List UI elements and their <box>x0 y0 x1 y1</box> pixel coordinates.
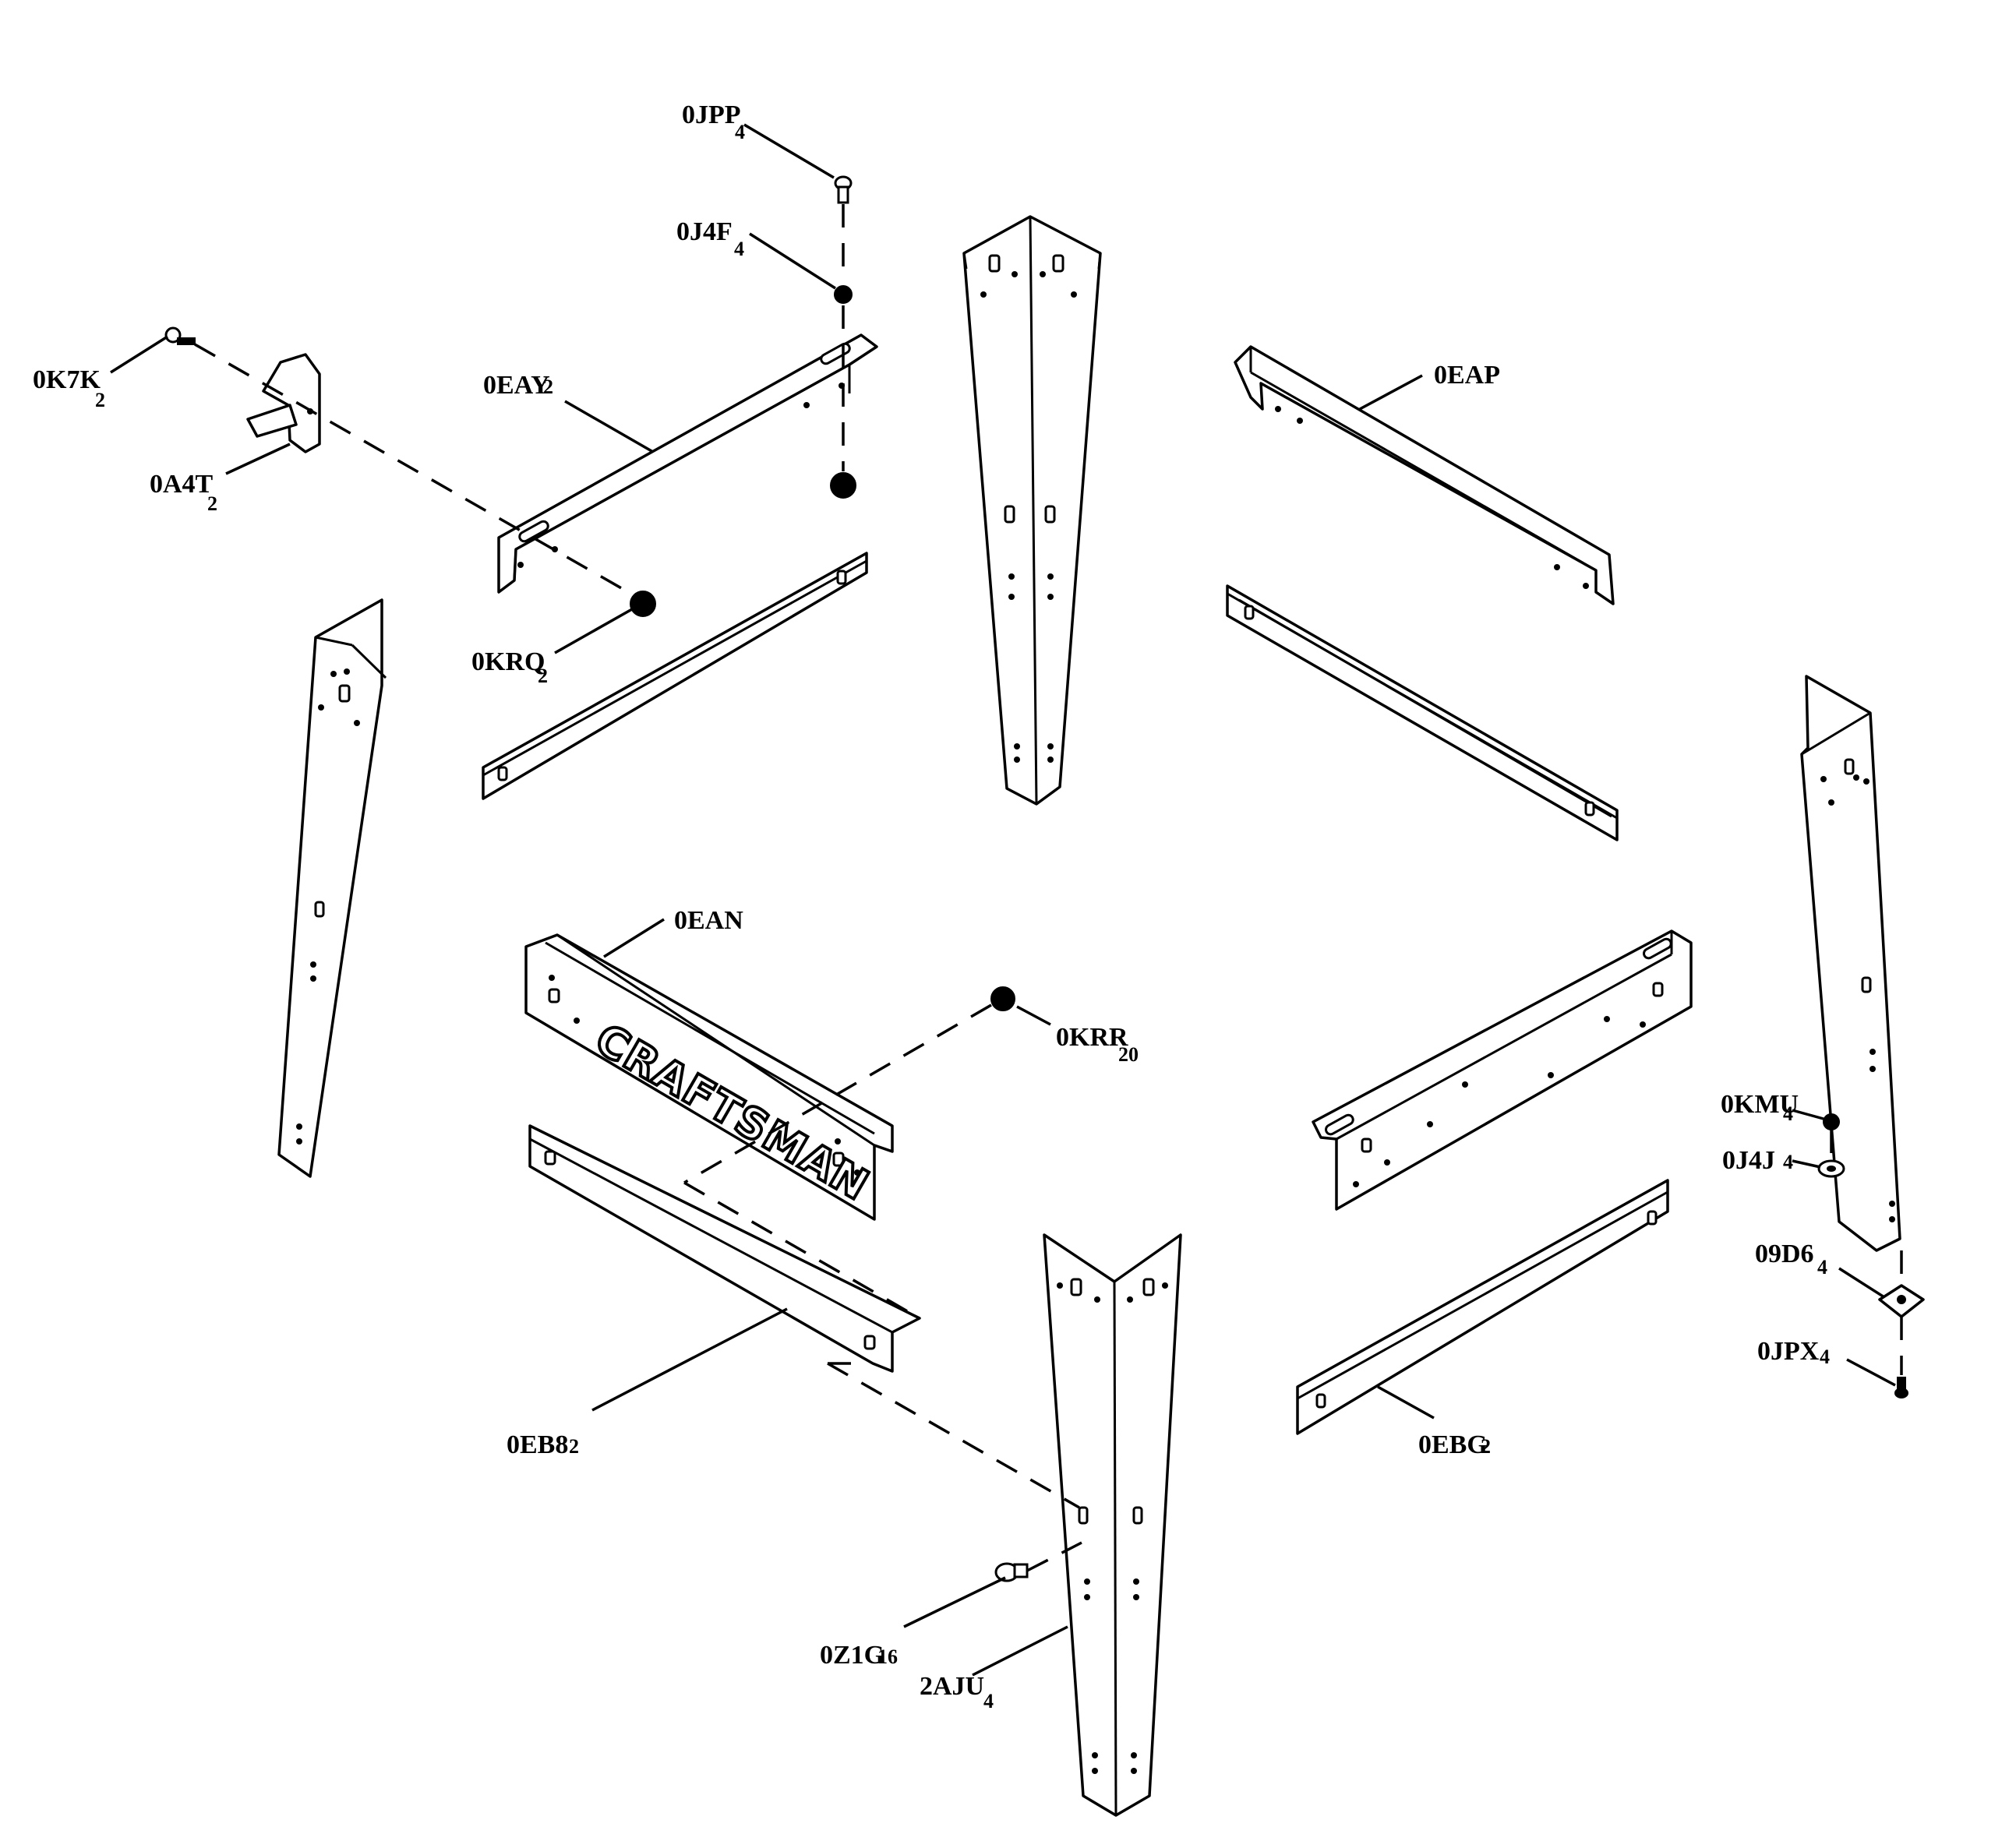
label-0krr: 0KRR 20 <box>1056 1023 1139 1066</box>
svg-text:2: 2 <box>569 1435 579 1458</box>
svg-text:4: 4 <box>1783 1151 1793 1173</box>
label-0j4j: 0J4J 4 <box>1722 1146 1793 1175</box>
foot-plate-09d6 <box>1878 1284 1925 1318</box>
svg-text:0K7K: 0K7K <box>33 365 101 394</box>
cap-nut-0krq <box>630 591 656 617</box>
svg-text:0J4J: 0J4J <box>1722 1146 1775 1175</box>
svg-text:4: 4 <box>1820 1346 1830 1368</box>
label-0a4t: 0A4T 2 <box>150 470 217 515</box>
leg-bottom-center <box>1043 1233 1182 1817</box>
bolt-0k7k <box>164 326 196 345</box>
part-labels: 0JPP 4 0J4F 4 0K7K 2 0A4T 2 0EAY 2 0KRQ … <box>33 101 1830 1712</box>
brace-0eap <box>1234 345 1615 605</box>
svg-text:0EAN: 0EAN <box>674 906 743 935</box>
svg-text:4: 4 <box>734 238 744 260</box>
rail-0eb8 <box>528 1124 921 1373</box>
svg-text:2: 2 <box>95 389 105 411</box>
rail-0ebg <box>1296 1179 1669 1435</box>
leader-lines <box>110 123 1896 1677</box>
svg-text:0KRQ: 0KRQ <box>471 647 545 676</box>
rail-upper-right <box>1226 584 1619 841</box>
svg-text:0EAY: 0EAY <box>483 371 550 400</box>
svg-text:4: 4 <box>1783 1102 1793 1125</box>
svg-text:16: 16 <box>877 1645 898 1668</box>
cap-nut-top <box>830 472 856 499</box>
svg-text:0EAP: 0EAP <box>1434 361 1500 390</box>
label-0eb8: 0EB8 2 <box>507 1430 579 1459</box>
svg-text:0KMU: 0KMU <box>1721 1090 1799 1119</box>
svg-text:2: 2 <box>1481 1435 1491 1458</box>
label-2aju: 2AJU 4 <box>920 1672 994 1712</box>
label-0k7k: 0K7K 2 <box>33 365 105 411</box>
label-0jpx: 0JPX 4 <box>1757 1337 1830 1368</box>
bolt-0z1g <box>994 1562 1029 1582</box>
leg-left <box>277 598 387 1178</box>
label-0z1g: 0Z1G 16 <box>820 1641 898 1670</box>
svg-text:20: 20 <box>1118 1043 1139 1066</box>
svg-text:4: 4 <box>735 121 745 143</box>
rail-upper-left <box>482 552 868 800</box>
label-0kmu: 0KMU 4 <box>1721 1090 1799 1125</box>
screw-0jpp <box>834 175 853 204</box>
svg-text:2: 2 <box>543 376 553 398</box>
label-09d6: 09D6 4 <box>1755 1240 1827 1279</box>
svg-text:0J4F: 0J4F <box>676 217 733 246</box>
label-0eap: 0EAP <box>1434 361 1500 390</box>
leg-right <box>1800 675 1901 1252</box>
svg-text:4: 4 <box>983 1690 994 1712</box>
label-0jpp: 0JPP 4 <box>682 101 745 143</box>
svg-text:2: 2 <box>538 665 548 687</box>
assembly-lines <box>194 204 1903 1572</box>
brace-front-right <box>1312 929 1693 1211</box>
svg-text:0EB8: 0EB8 <box>507 1430 568 1459</box>
svg-text:09D6: 09D6 <box>1755 1240 1814 1268</box>
label-0eay: 0EAY 2 <box>483 371 553 400</box>
label-0ebg: 0EBG 2 <box>1418 1430 1491 1459</box>
svg-text:0EBG: 0EBG <box>1418 1430 1488 1459</box>
svg-text:0A4T: 0A4T <box>150 470 214 499</box>
svg-text:2AJU: 2AJU <box>920 1672 984 1701</box>
brace-0eay <box>497 333 878 594</box>
leg-top-center <box>962 215 1102 806</box>
svg-text:0Z1G: 0Z1G <box>820 1641 884 1670</box>
svg-text:4: 4 <box>1817 1256 1827 1279</box>
label-0ean: 0EAN <box>674 906 743 935</box>
label-0j4f: 0J4F 4 <box>676 217 744 260</box>
clip-0a4t <box>246 353 321 453</box>
label-0krq: 0KRQ 2 <box>471 647 548 687</box>
bolt-0jpx <box>1894 1377 1908 1398</box>
nut-0j4f <box>834 285 853 304</box>
svg-text:0JPX: 0JPX <box>1757 1337 1820 1366</box>
svg-text:0JPP: 0JPP <box>682 101 741 129</box>
svg-text:2: 2 <box>207 492 217 515</box>
washer-0j4j <box>1817 1159 1845 1178</box>
nut-0kmu <box>1823 1113 1840 1130</box>
nut-0krr <box>990 986 1015 1011</box>
svg-text:0KRR: 0KRR <box>1056 1023 1128 1052</box>
